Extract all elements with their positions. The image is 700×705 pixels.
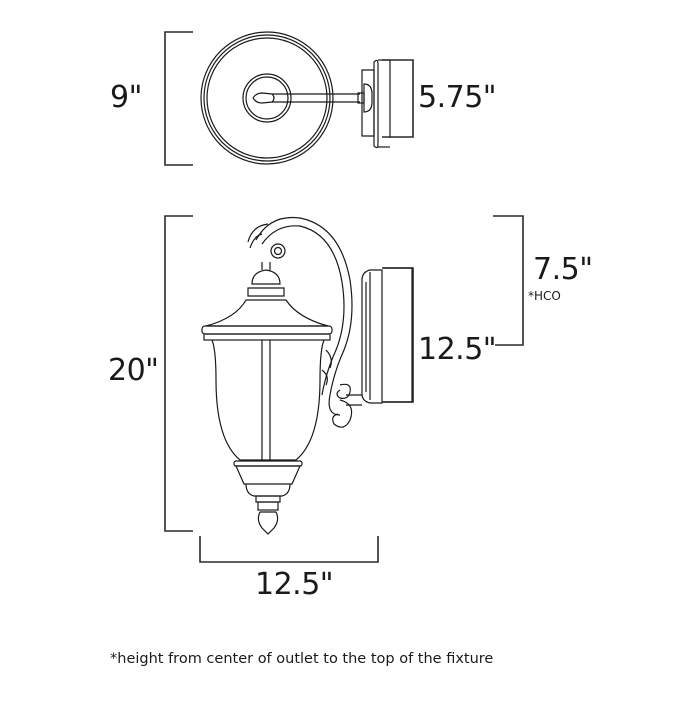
- top-width-label: 9": [110, 80, 142, 115]
- top-view-inner-ring: [242, 73, 292, 123]
- top-view-outer-ring: [200, 31, 334, 165]
- dimension-bracket-backplate-12-5in: [383, 267, 414, 403]
- bottom-finial-icon: [257, 511, 279, 535]
- overall-height-label: 20": [108, 353, 159, 388]
- backplate-height-label: 12.5": [418, 332, 497, 367]
- wall-backplate: [361, 269, 383, 404]
- hco-height-label: 7.5": [533, 252, 593, 287]
- lantern-cap: [251, 269, 281, 285]
- lantern-glass: [211, 339, 325, 461]
- top-view-arm: [272, 93, 360, 103]
- top-view: [164, 31, 414, 166]
- lantern-canopy: [205, 299, 329, 327]
- leaf-ornament: [247, 223, 269, 249]
- side-view: [164, 215, 524, 563]
- lantern-arm: [255, 216, 353, 416]
- backplate-depth-label: 5.75": [418, 80, 497, 115]
- dimension-bracket-5-75in: [382, 59, 414, 138]
- finial-icon: [252, 92, 275, 104]
- dimension-bracket-width-12-5in: [199, 536, 379, 563]
- dimension-bracket-20in: [164, 215, 193, 532]
- hco-marker: *HCO: [528, 289, 561, 303]
- lantern-bottom-band: [235, 465, 301, 485]
- overall-width-label: 12.5": [255, 567, 334, 602]
- dimension-bracket-hco-7-5in: [493, 215, 524, 346]
- dimension-bracket-9in: [164, 31, 193, 166]
- footnote: *height from center of outlet to the top…: [110, 651, 494, 667]
